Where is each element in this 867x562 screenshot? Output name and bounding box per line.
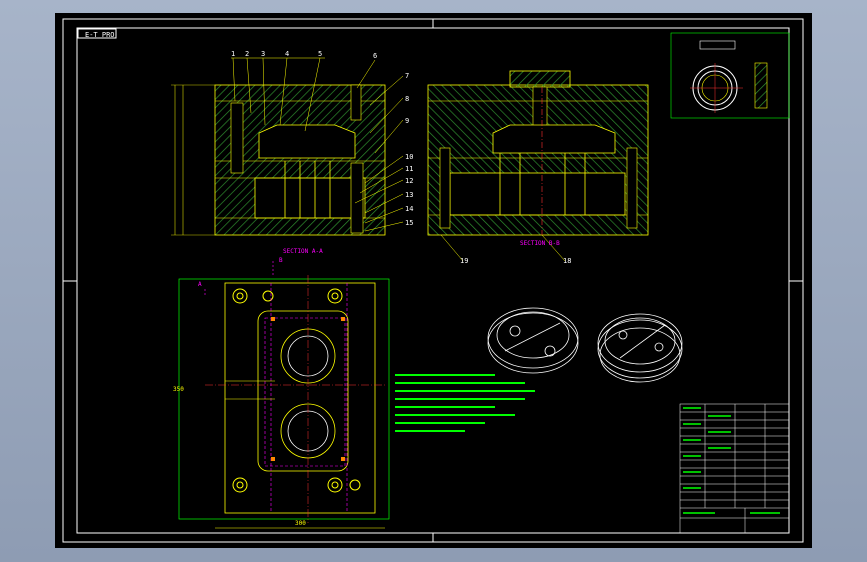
product-view-right [597,313,683,383]
title-tag-text: E-T PRO [85,31,115,39]
title-block-text-marks [683,407,780,514]
part-number-4: 4 [285,50,289,58]
part-number-6: 6 [373,52,377,60]
part-number-9: 9 [405,117,409,125]
section-b-b-view [427,70,649,262]
section-a-a-label: SECTION A-A [283,248,323,255]
part-number-7: 7 [405,72,409,80]
part-number-10: 10 [405,153,413,161]
part-number-19: 19 [460,257,468,265]
section-b-b-label: SECTION B-B [520,240,560,247]
plan-view [178,261,390,529]
part-number-15: 15 [405,219,413,227]
cad-viewport[interactable]: E-T PRO [55,13,812,548]
part-number-2: 2 [245,50,249,58]
part-number-18: 18 [563,257,571,265]
part-number-14: 14 [405,205,413,213]
title-tag: E-T PRO [77,28,117,39]
title-block [679,403,790,534]
section-mark-b: B [279,257,283,264]
section-mark-a: A [198,281,202,288]
part-number-1: 1 [231,50,235,58]
technical-notes [395,374,535,432]
part-number-labels-a: 1 2 3 4 5 6 7 8 9 10 11 12 13 14 15 [231,50,413,227]
part-number-8: 8 [405,95,409,103]
dimension-width: 300 [295,520,306,527]
part-number-5: 5 [318,50,322,58]
section-a-a-view [171,57,404,236]
part-number-13: 13 [405,191,413,199]
part-number-11: 11 [405,165,413,173]
dimension-height: 350 [173,386,184,393]
plan-view-labels: A B 300 350 [173,257,306,527]
part-number-3: 3 [261,50,265,58]
part-number-12: 12 [405,177,413,185]
detail-view [670,32,790,119]
mold-assembly-drawing: E-T PRO [62,18,804,543]
product-view-left [487,307,579,374]
